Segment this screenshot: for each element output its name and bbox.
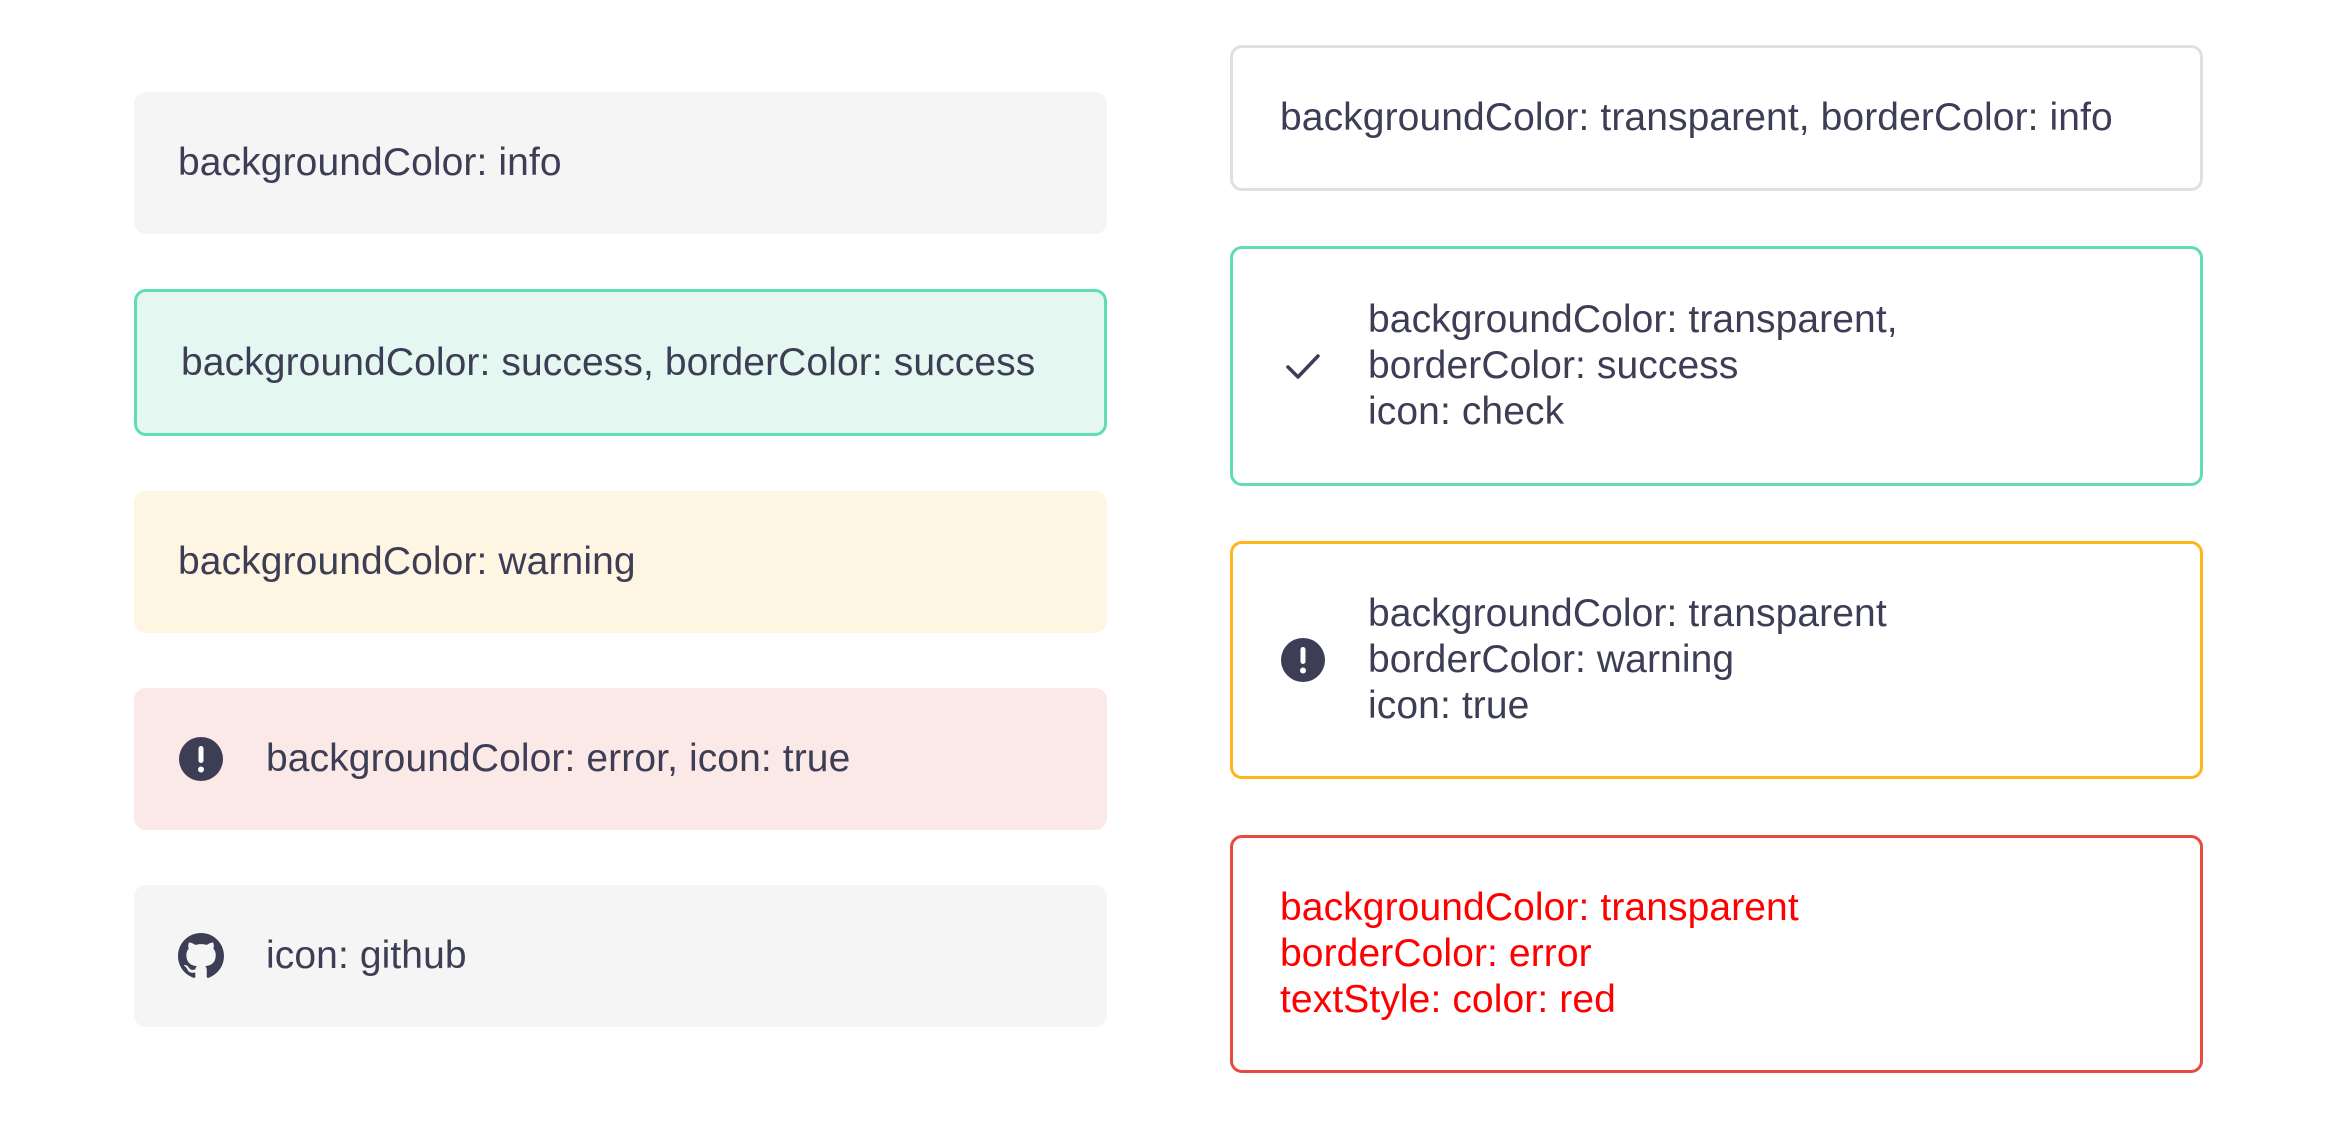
alert-info: backgroundColor: info	[134, 92, 1107, 234]
alert-text-line: borderColor: success	[1368, 344, 1739, 387]
alert-github-icon: icon: github	[134, 885, 1107, 1027]
alert-warning: backgroundColor: warning	[134, 491, 1107, 633]
exclamation-circle-icon	[178, 736, 224, 782]
alert-text-block: backgroundColor: transparent, borderColo…	[1368, 297, 1898, 435]
alert-transparent-error-red-text: backgroundColor: transparent borderColor…	[1230, 835, 2203, 1073]
alert-error-with-icon: backgroundColor: error, icon: true	[134, 688, 1107, 830]
alert-text: icon: github	[266, 934, 467, 977]
alert-transparent-info: backgroundColor: transparent, borderColo…	[1230, 45, 2203, 191]
alert-text: backgroundColor: success, borderColor: s…	[181, 340, 1036, 384]
alert-text-line: backgroundColor: transparent	[1368, 592, 1887, 635]
alert-text-line: icon: check	[1368, 390, 1565, 433]
alert-success: backgroundColor: success, borderColor: s…	[134, 289, 1107, 436]
alert-transparent-warning: backgroundColor: transparent borderColor…	[1230, 541, 2203, 779]
alert-text-block: backgroundColor: transparent borderColor…	[1280, 885, 1799, 1023]
alert-text-line: textStyle: color: red	[1280, 978, 1616, 1021]
check-icon	[1280, 343, 1326, 389]
alert-text: backgroundColor: error, icon: true	[266, 737, 851, 780]
github-icon	[178, 933, 224, 979]
exclamation-circle-icon	[1280, 637, 1326, 683]
alert-text: backgroundColor: info	[178, 141, 562, 184]
alert-text-line: borderColor: warning	[1368, 638, 1735, 681]
alert-transparent-success: backgroundColor: transparent, borderColo…	[1230, 246, 2203, 486]
alert-text-line: borderColor: error	[1280, 932, 1592, 975]
alert-text: backgroundColor: warning	[178, 540, 636, 583]
alert-text-block: backgroundColor: transparent borderColor…	[1368, 591, 1887, 729]
alert-text-line: backgroundColor: transparent	[1280, 886, 1799, 929]
alert-text: backgroundColor: transparent, borderColo…	[1280, 96, 2113, 139]
alert-text-line: backgroundColor: transparent,	[1368, 298, 1898, 341]
alert-text-line: icon: true	[1368, 684, 1530, 727]
